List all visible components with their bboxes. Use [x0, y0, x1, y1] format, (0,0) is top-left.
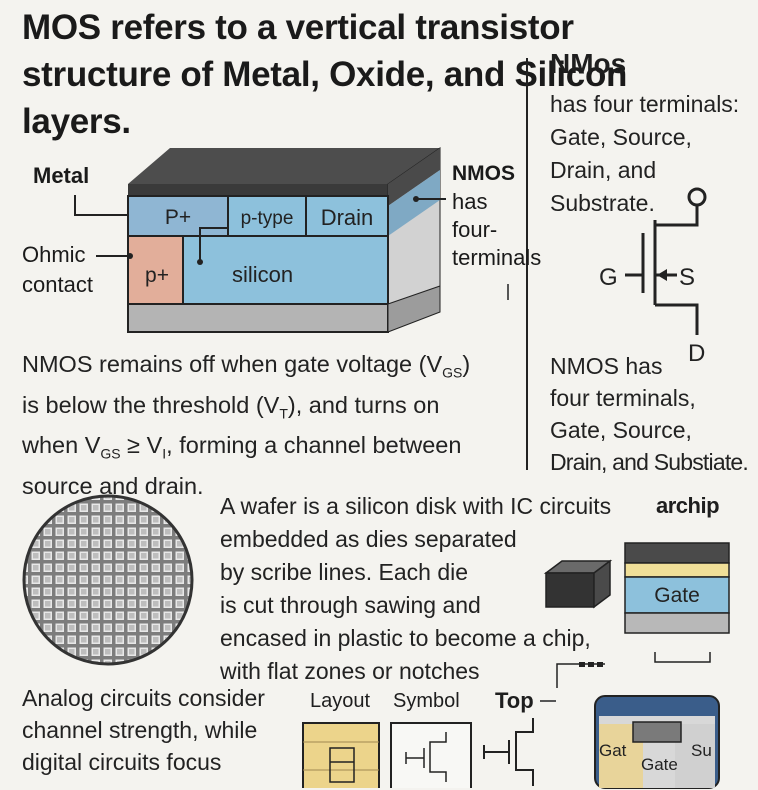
- package-su-label: Su: [691, 741, 712, 760]
- p-plus-left-label: p+: [145, 264, 169, 287]
- chip-package-icon: [543, 559, 613, 609]
- top-pointer-line: [540, 700, 556, 702]
- package-cross-section: Gat Gate Su: [594, 695, 720, 789]
- analog-line-3: digital circuits focus: [22, 749, 222, 775]
- threshold-line-1: NMOS remains off when gate voltage (VGS): [22, 351, 471, 381]
- threshold-line-2: is below the threshold (VT), and turns o…: [22, 391, 440, 422]
- top-label: Top: [495, 688, 534, 713]
- mos-cross-section: P+ p-type Drain p+ silicon: [74, 147, 509, 333]
- nmos-side-label: NMOS has four- terminals: [452, 160, 541, 272]
- nmos-bottom-line-1: NMOS has: [550, 353, 663, 379]
- nmos-bottom-line-3: Gate, Source,: [550, 417, 692, 443]
- ohmic-label-line-2: contact: [22, 272, 93, 297]
- metal-label: Metal: [33, 163, 90, 188]
- gate-label: G: [599, 264, 618, 291]
- nmos-heading: NMos: [550, 48, 627, 79]
- package-gat-label: Gat: [599, 741, 627, 760]
- side-label-line-2: has: [452, 189, 488, 214]
- drain-label: D: [688, 340, 705, 365]
- archip-label: archip: [656, 493, 720, 518]
- wafer-line-2: embedded as dies separated: [220, 526, 517, 552]
- divider-line: [526, 58, 528, 470]
- silicon-label: silicon: [232, 262, 293, 287]
- symbol-label: Symbol: [393, 690, 460, 712]
- source-label: S: [679, 264, 695, 291]
- wafer-text: A wafer is a silicon disk with IC circui…: [220, 490, 650, 688]
- threshold-line-3: when VGS ≥ VI, forming a channel between: [22, 432, 462, 463]
- analog-line-1: Analog circuits consider: [22, 685, 265, 711]
- wafer-line-6: with flat zones or notches: [220, 658, 480, 684]
- connector-lines: [556, 652, 711, 688]
- nmos-bottom-text: NMOS has four terminals, Gate, Source, D…: [550, 350, 749, 478]
- nmos-bottom-line-2: four terminals,: [550, 385, 696, 411]
- p-plus-top-label: P+: [165, 206, 191, 229]
- layout-diagram: [302, 722, 380, 788]
- ohmic-label-line-1: Ohmic: [22, 242, 86, 267]
- drain-region-label: Drain: [321, 205, 374, 230]
- nmos-description: has four terminals: Gate, Source, Drain,…: [550, 91, 740, 216]
- side-label-line-4: terminals: [452, 245, 542, 270]
- side-label-line-1: NMOS: [452, 162, 515, 185]
- package-gate-label: Gate: [641, 755, 678, 774]
- wafer-line-3: by scribe lines. Each die: [220, 559, 469, 585]
- threshold-text: NMOS remains off when gate voltage (VGS)…: [22, 348, 522, 502]
- top-transistor-symbol: [483, 718, 534, 786]
- chip-layer-stack: Gate: [624, 542, 730, 634]
- layout-label: Layout: [310, 690, 371, 712]
- analog-text: Analog circuits consider channel strengt…: [22, 682, 292, 778]
- side-label-line-3: four-: [452, 217, 498, 242]
- nmos-bottom-line-4: Drain, and Substiate.: [550, 449, 749, 475]
- analog-line-2: channel strength, while: [22, 717, 258, 743]
- nmos-symbol: G S D: [599, 187, 707, 365]
- symbol-diagram: [390, 722, 472, 788]
- wafer-line-5: encased in plastic to become a chip,: [220, 625, 591, 651]
- chip-gate-label: Gate: [654, 584, 700, 607]
- wafer-line-1: A wafer is a silicon disk with IC circui…: [220, 493, 612, 519]
- wafer-line-4: is cut through sawing and: [220, 592, 481, 618]
- wafer-icon: [22, 494, 194, 666]
- p-type-label: p-type: [241, 208, 294, 229]
- ohmic-contact-label: Ohmic contact: [22, 240, 93, 300]
